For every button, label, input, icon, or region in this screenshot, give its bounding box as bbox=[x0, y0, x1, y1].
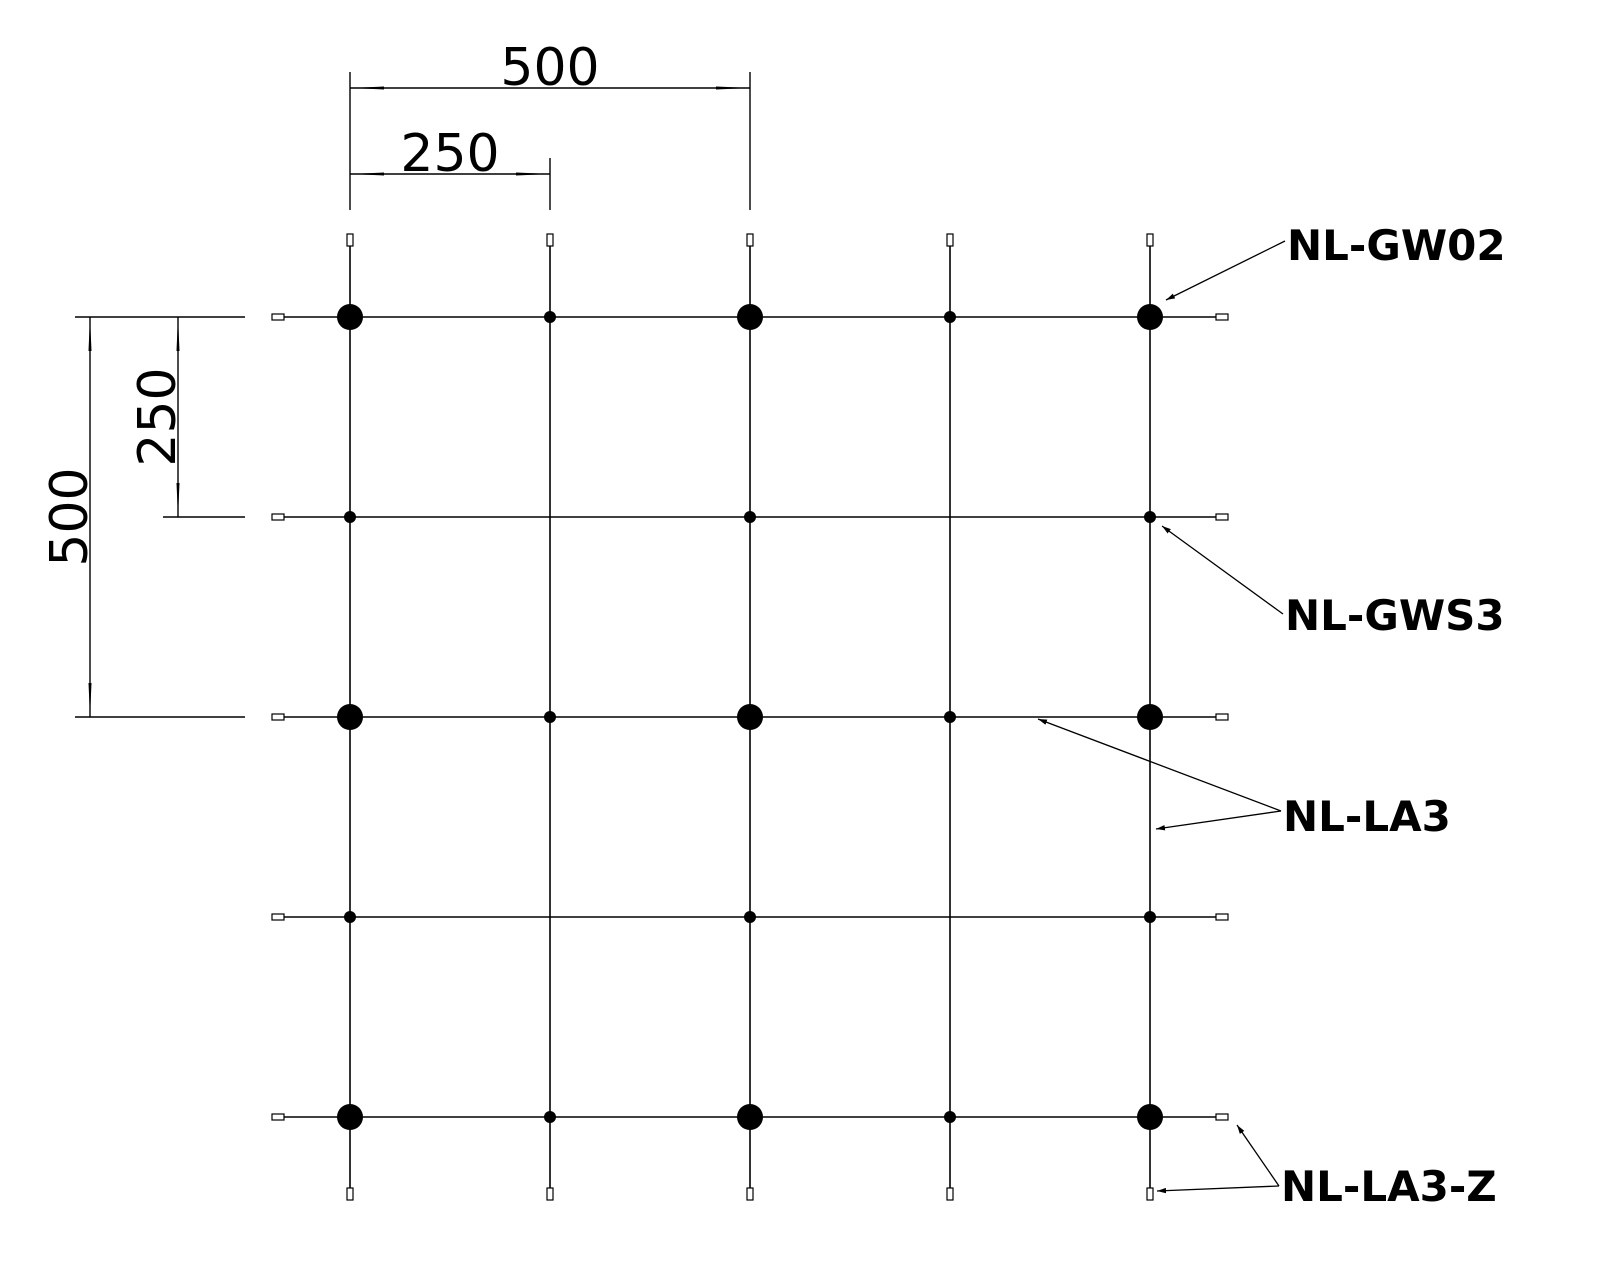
bar-end-cap-bottom-1 bbox=[546, 1187, 554, 1201]
bar-end-cap-right-3 bbox=[1215, 913, 1229, 921]
bar-end-cap-bottom-0 bbox=[346, 1187, 354, 1201]
node-small bbox=[344, 911, 356, 923]
bar-end-cap-right-1 bbox=[1215, 513, 1229, 521]
bar-end-cap-right-2 bbox=[1215, 713, 1229, 721]
bar-end-cap-top-4 bbox=[1146, 233, 1154, 247]
node-large bbox=[1137, 704, 1163, 730]
node-small bbox=[744, 511, 756, 523]
bar-end-cap-top-0 bbox=[346, 233, 354, 247]
node-large bbox=[737, 1104, 763, 1130]
leader-gws3 bbox=[1161, 525, 1284, 615]
bar-end-cap-bottom-3 bbox=[946, 1187, 954, 1201]
bar-end-cap-left-0 bbox=[271, 313, 285, 321]
node-small bbox=[944, 1111, 956, 1123]
node-small bbox=[544, 1111, 556, 1123]
dimension-text-top-inner: 250 bbox=[400, 124, 499, 184]
node-small bbox=[944, 311, 956, 323]
node-large bbox=[1137, 1104, 1163, 1130]
label-la3-z: NL-LA3-Z bbox=[1281, 1162, 1497, 1211]
leader-la3z-top bbox=[1236, 1124, 1280, 1187]
bar-end-cap-left-1 bbox=[271, 513, 285, 521]
node-large bbox=[1137, 304, 1163, 330]
mesh-grid bbox=[271, 233, 1229, 1201]
bar-end-cap-bottom-4 bbox=[1146, 1187, 1154, 1201]
node-small bbox=[1144, 911, 1156, 923]
dimension-text-top-outer: 500 bbox=[500, 38, 599, 98]
bar-end-cap-top-3 bbox=[946, 233, 954, 247]
node-large bbox=[737, 304, 763, 330]
bar-end-cap-bottom-2 bbox=[746, 1187, 754, 1201]
bar-end-cap-right-0 bbox=[1215, 313, 1229, 321]
node-small bbox=[944, 711, 956, 723]
node-small bbox=[1144, 511, 1156, 523]
top-dimensions: 500 250 bbox=[349, 38, 751, 210]
node-small bbox=[544, 711, 556, 723]
label-la3: NL-LA3 bbox=[1283, 792, 1451, 841]
bar-end-cap-right-4 bbox=[1215, 1113, 1229, 1121]
left-dimensions: 500 250 bbox=[40, 316, 245, 718]
node-large bbox=[337, 1104, 363, 1130]
node-large bbox=[337, 304, 363, 330]
bar-end-cap-left-2 bbox=[271, 713, 285, 721]
leader-la3z-bottom bbox=[1156, 1185, 1280, 1194]
label-gw02: NL-GW02 bbox=[1287, 221, 1506, 270]
node-large bbox=[337, 704, 363, 730]
node-small bbox=[344, 511, 356, 523]
node-small bbox=[744, 911, 756, 923]
label-gws3: NL-GWS3 bbox=[1285, 591, 1505, 640]
dimension-text-left-inner: 250 bbox=[128, 367, 188, 466]
callouts: NL-GW02 NL-GWS3 NL-LA3 NL-LA3-Z bbox=[1037, 221, 1506, 1211]
bar-end-cap-top-2 bbox=[746, 233, 754, 247]
leader-la3-bottom bbox=[1155, 810, 1282, 831]
node-large bbox=[737, 704, 763, 730]
node-small bbox=[544, 311, 556, 323]
leader-gw02 bbox=[1165, 240, 1286, 301]
bar-end-cap-top-1 bbox=[546, 233, 554, 247]
leader-la3-top bbox=[1037, 718, 1282, 812]
bar-end-cap-left-4 bbox=[271, 1113, 285, 1121]
bar-end-cap-left-3 bbox=[271, 913, 285, 921]
dimension-text-left-outer: 500 bbox=[40, 467, 100, 566]
